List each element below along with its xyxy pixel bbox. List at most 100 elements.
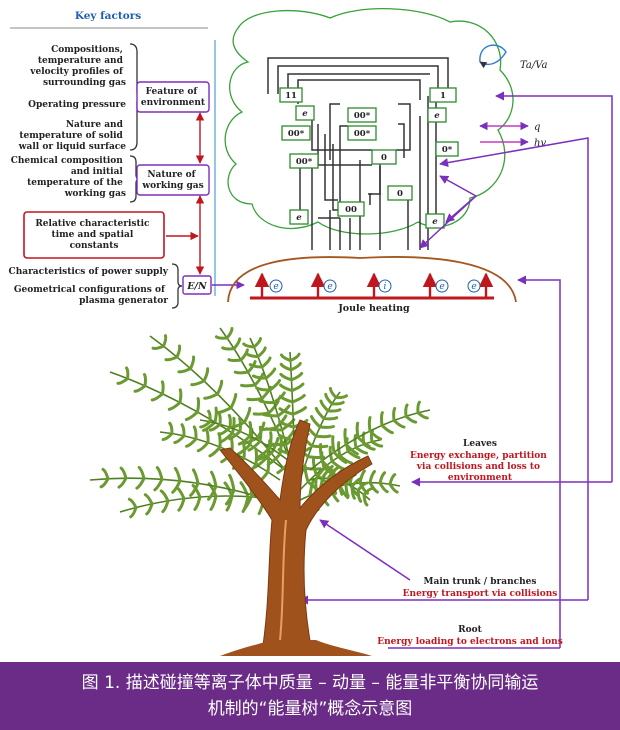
frond-leaf <box>247 439 262 452</box>
frond-leaf <box>311 457 318 476</box>
frond-leaf <box>261 412 280 418</box>
frond-leaf <box>205 428 210 445</box>
en-box-label: E/N <box>186 281 207 292</box>
frond-leaf <box>243 406 252 424</box>
svg-text:00: 00 <box>345 205 357 215</box>
en-box <box>182 275 212 295</box>
frond-leaf <box>207 409 212 424</box>
frond-leaf <box>129 506 138 519</box>
frond-leaf <box>246 397 264 402</box>
frond-leaf <box>356 435 371 448</box>
power-supply-factor: Characteristics of power supply <box>9 267 169 277</box>
frond-leaf <box>278 395 294 404</box>
svg-text:1: 1 <box>440 91 446 101</box>
frond-leaf <box>326 408 342 413</box>
frond-leaf <box>268 379 282 392</box>
frond-leaf <box>274 414 288 430</box>
factor-connectors <box>166 40 245 296</box>
frond-leaf <box>125 366 130 381</box>
frond-leaf <box>227 358 243 363</box>
frond-leaf <box>177 367 192 374</box>
svg-text:00*: 00* <box>354 111 371 121</box>
frond-leaf <box>214 335 229 340</box>
frond-leaf <box>210 470 218 488</box>
frond-leaf <box>225 327 234 340</box>
frond-leaf <box>354 445 369 455</box>
heating-arrows <box>254 272 494 298</box>
key-factors-panel: Key factors Compositions, temperature an… <box>9 10 212 309</box>
frond-leaf <box>355 421 360 439</box>
frond-leaf <box>268 442 288 447</box>
caption-line-1: 图 1. 描述碰撞等离子体中质量 – 动量 – 能量非平衡协同输运 <box>81 673 539 693</box>
frond-leaf <box>322 416 339 421</box>
frond-leaf <box>264 367 277 380</box>
frond-leaf <box>290 371 304 382</box>
frond-leaf <box>202 367 210 383</box>
svg-text:11: 11 <box>285 91 297 101</box>
frond-leaf <box>336 441 342 458</box>
frond-leaf <box>178 388 183 405</box>
frond-leaf <box>208 445 222 458</box>
frond-leaf <box>218 425 232 436</box>
frond-leaf <box>266 452 282 466</box>
frond-leaf <box>229 392 238 410</box>
frond-leaf <box>224 488 236 506</box>
node-e-2: e <box>289 209 309 225</box>
node-11: 11 <box>279 87 303 103</box>
frond-leaf <box>242 493 254 511</box>
trunk-highlight <box>279 519 287 641</box>
frond-leaf <box>232 337 242 351</box>
frond-leaf <box>256 346 267 359</box>
frond-leaf <box>162 334 168 348</box>
frond-leaf <box>252 337 262 349</box>
frond-leaf <box>185 437 198 448</box>
svg-text:i: i <box>384 282 387 292</box>
env-factor-pressure: Operating pressure <box>28 100 126 110</box>
frond-leaf <box>350 476 363 488</box>
frond-leaf <box>353 433 358 449</box>
frond-leaf <box>328 386 338 400</box>
tree-labels: Leaves Energy exchange, partition via co… <box>377 439 563 647</box>
diagram-canvas: Key factors Compositions, temperature an… <box>9 8 613 656</box>
env-box <box>136 81 210 113</box>
frond-leaf <box>238 417 242 433</box>
frond-leaf <box>254 447 258 467</box>
frond-leaf <box>164 355 179 362</box>
frond-leaf <box>291 393 306 404</box>
canopy-outputs: Ta/Va q hv <box>479 44 548 149</box>
frond-leaf <box>203 392 219 400</box>
env-box-label: Feature of environment <box>141 87 206 108</box>
frond-leaf <box>173 466 182 483</box>
frond-leaf <box>338 454 353 465</box>
frond-leaf <box>208 422 222 432</box>
frond-leaf <box>228 473 236 492</box>
gas-factor: Chemical composition and initial tempera… <box>11 156 126 199</box>
frond-leaf <box>303 464 310 484</box>
frond-leaf <box>332 450 348 464</box>
frond-leaf <box>358 469 366 485</box>
node-e-1: e <box>295 105 315 121</box>
frond-leaf <box>380 411 384 427</box>
frond-leaf <box>290 382 305 393</box>
frond-leaf <box>289 352 301 363</box>
tree-leaves <box>89 327 431 519</box>
leaves-title: Leaves <box>463 439 497 449</box>
frond-leaf <box>368 470 376 485</box>
frond-leaf <box>319 399 330 413</box>
frond-leaf <box>167 401 182 411</box>
frond-leaf <box>378 471 387 485</box>
node-e-3: e <box>427 107 447 123</box>
frond-leaf <box>142 373 147 388</box>
svg-text:e: e <box>434 111 440 121</box>
power-brace <box>171 263 183 309</box>
frond-leaf <box>189 355 196 371</box>
frond-leaf <box>328 445 334 463</box>
q-label: q <box>534 122 540 133</box>
frond-leaf <box>241 441 246 460</box>
frond-leaf <box>248 363 264 369</box>
feedback-loops <box>299 91 613 649</box>
frond-leaf <box>145 502 154 516</box>
frond-leaf <box>289 361 302 372</box>
trunk-desc: Energy transport via collisions <box>403 589 558 599</box>
frond-leaf <box>119 466 128 480</box>
